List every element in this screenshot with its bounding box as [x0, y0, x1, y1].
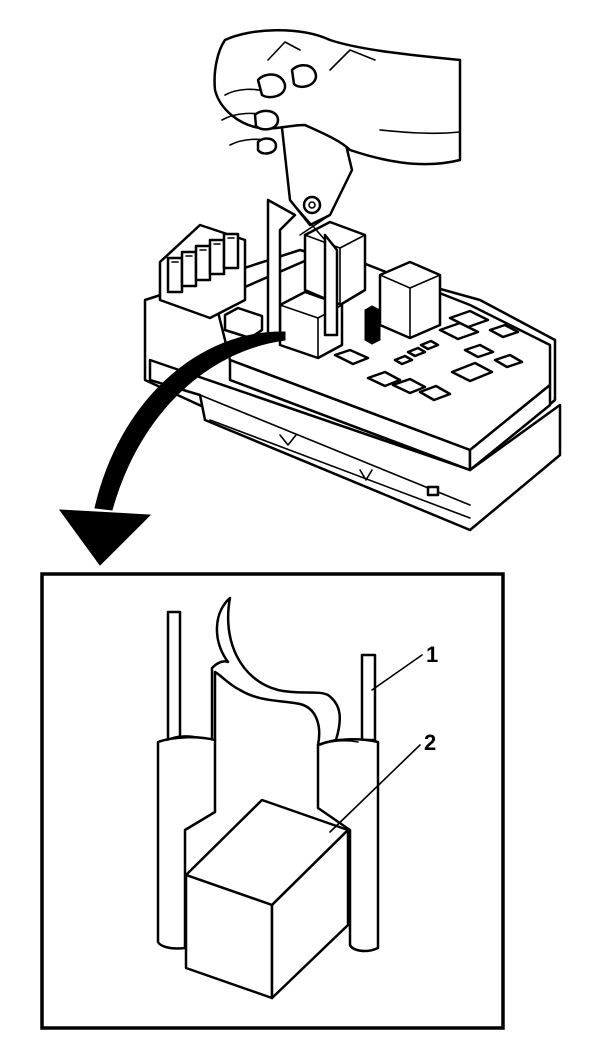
deck-connector	[223, 306, 264, 340]
leader-line-1	[371, 654, 423, 691]
zoom-arrow	[58, 331, 286, 566]
hand	[213, 29, 462, 166]
retaining-clip	[364, 305, 381, 345]
hand-with-pliers	[213, 29, 462, 337]
leader-line-2	[329, 744, 421, 833]
pliers-left-jaw	[266, 198, 297, 337]
detail-inset: 1 2	[156, 596, 438, 1000]
pliers-right-jaw	[323, 233, 339, 337]
relay-cube-detail	[184, 798, 350, 1000]
thumbnail	[256, 73, 287, 99]
finger-detail	[210, 596, 342, 747]
fuse-row	[158, 223, 247, 320]
fuse-relay-block	[143, 220, 562, 532]
callout-1: 1	[426, 642, 438, 667]
latch-slot	[426, 485, 440, 497]
callout-2: 2	[424, 730, 436, 755]
pliers-jaw-left-detail	[156, 610, 217, 950]
mini-fuse-slots	[333, 309, 524, 402]
pliers-pivot	[302, 195, 322, 215]
arrow-head	[58, 509, 152, 566]
pliers-jaw-right-detail	[316, 653, 380, 953]
relay-side-face	[270, 828, 350, 1000]
